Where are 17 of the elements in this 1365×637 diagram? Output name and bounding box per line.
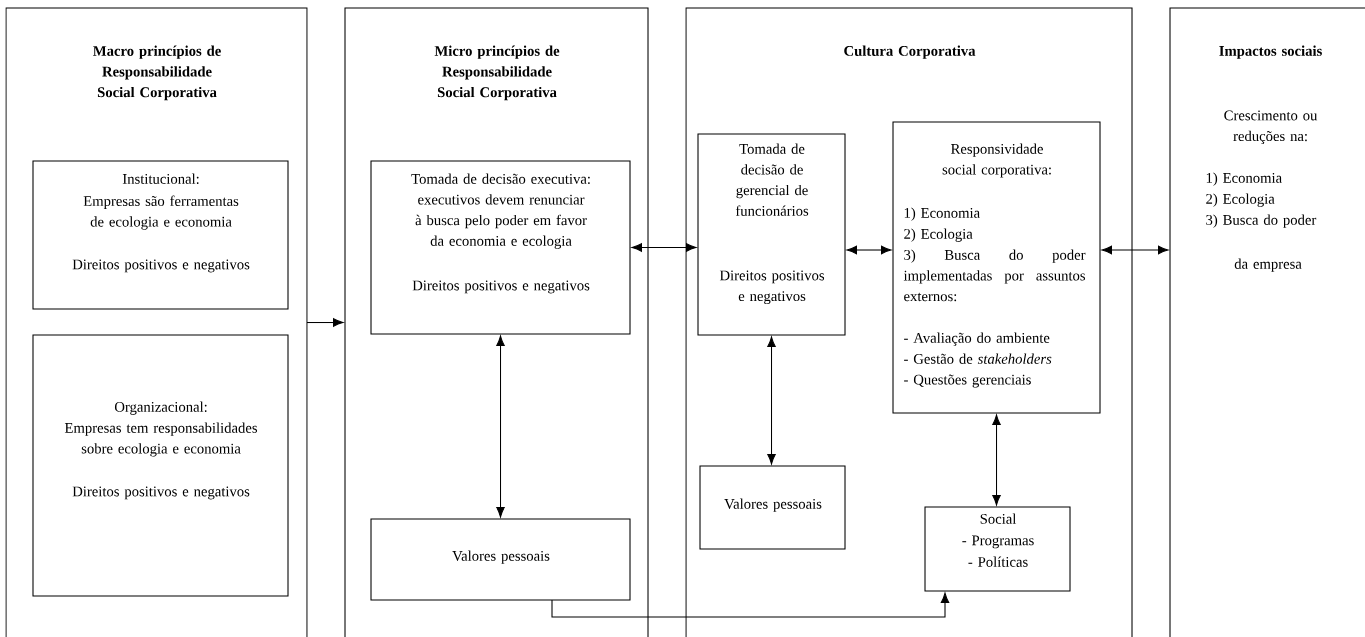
text-box: Responsividade social corporativa: 1) Economia 2) Ecologia 3) Busca do poder implementadas por assuntos externos: - Avaliação do ambiente - Gestão de stakeholders - Questões gerenciais	[892, 121, 1101, 414]
text-box: Tomada de decisão de gerencial de funcionários Direitos positivos e negativos	[697, 133, 846, 336]
text-box: Valores pessoais	[699, 465, 846, 550]
arrow	[551, 592, 950, 618]
double-arrow	[767, 336, 776, 465]
double-arrow	[992, 414, 1001, 506]
double-arrow	[1101, 245, 1169, 255]
double-arrow	[631, 243, 697, 252]
text-box: Institucional: Empresas são ferramentas de ecologia e economia Direitos positivos e negativos	[32, 160, 289, 310]
double-arrow	[496, 335, 505, 518]
column-panel: Impactos sociais Crescimento ou reduções na: 1) Economia 2) Ecologia 3) Busca do poder da empresa	[1169, 7, 1365, 637]
double-arrow	[846, 245, 892, 255]
text-box: Valores pessoais	[370, 518, 631, 601]
text-box: Social - Programas - Políticas	[924, 506, 1071, 592]
text-box: Tomada de decisão executiva: executivos devem renunciar à busca pelo poder em favor da economia e ecologia Direitos positivos e negativos	[370, 160, 631, 335]
text-box: Organizacional: Empresas tem responsabilidades sobre ecologia e economia Direitos positivos e negativos	[32, 334, 289, 597]
arrow	[306, 318, 344, 327]
